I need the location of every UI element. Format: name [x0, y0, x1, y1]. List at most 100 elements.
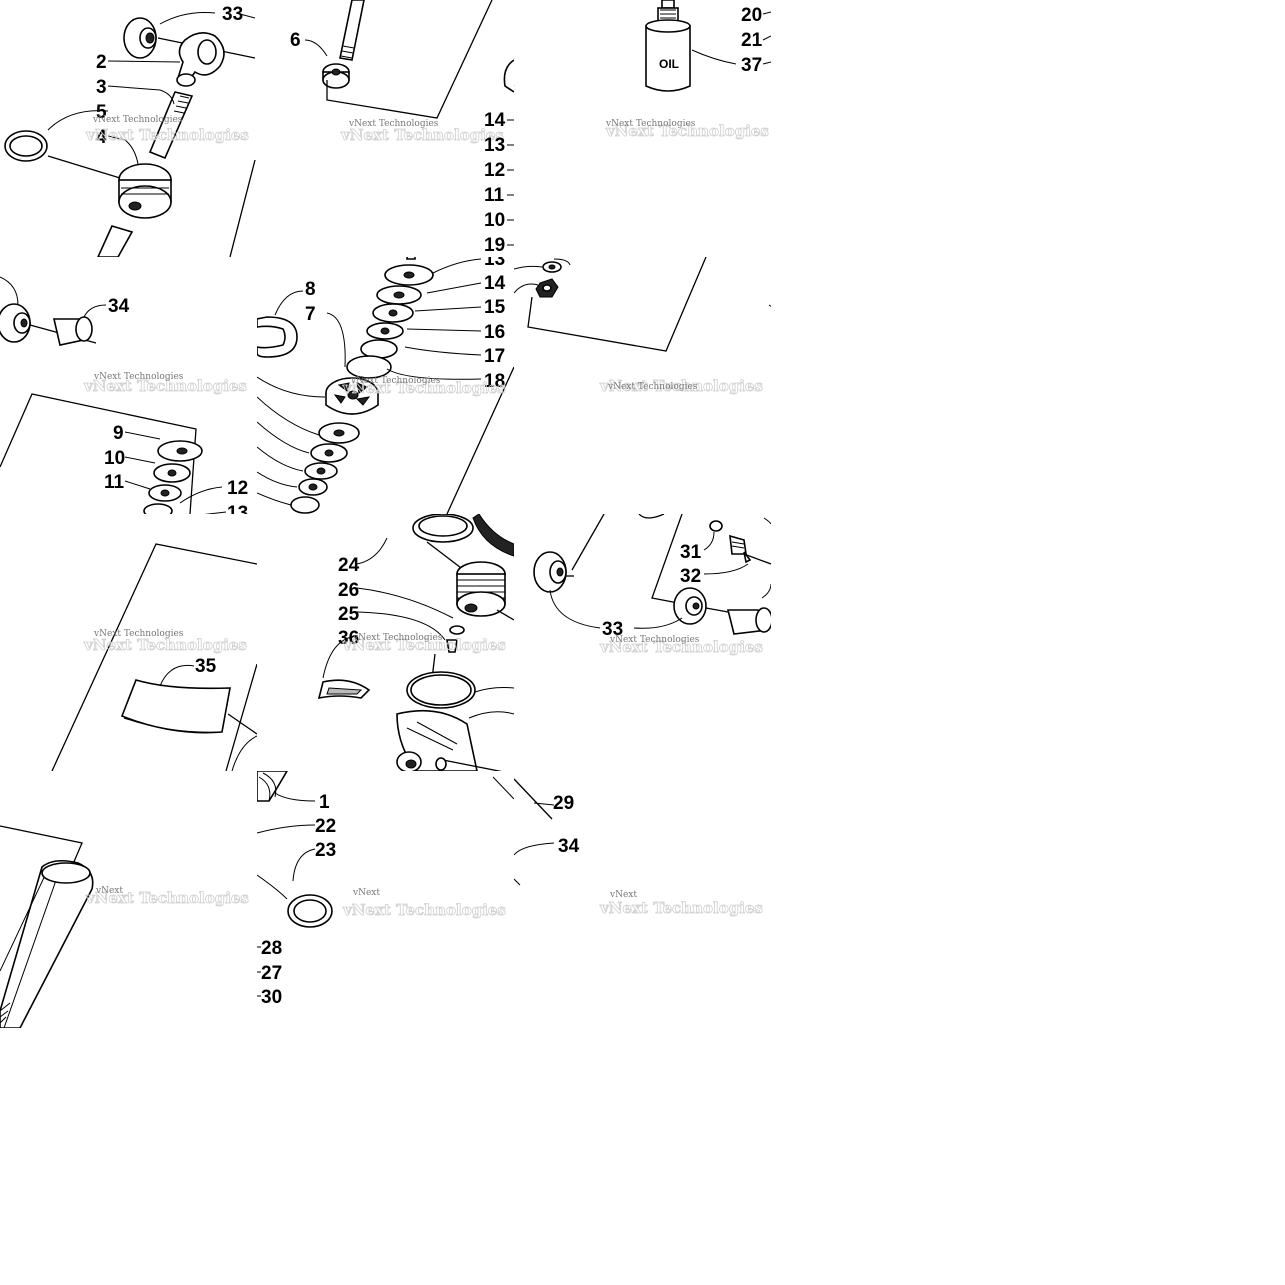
callout-26: 26: [338, 580, 359, 601]
callout-7: 7: [305, 304, 316, 325]
watermark-ghost: vNext Technologies: [85, 126, 249, 144]
diagram-tile-r0c2: OIL 20 21 37 vNext Technologies vNext Te…: [514, 0, 771, 257]
callout-19-left: 19: [484, 235, 505, 256]
shaft: [97, 225, 134, 257]
watermark-ghost: vNext Technologies: [83, 377, 247, 395]
callout-14: 14: [484, 273, 506, 294]
callout-20: 20: [741, 5, 762, 26]
tile-drawing: 6 vNext Technologies vNext Technologies …: [290, 0, 514, 256]
tile-drawing: 1 22 23 28 27 30 vNext Technologies vNex…: [257, 771, 514, 1008]
tile-drawing: vNext Technologies vNext: [0, 825, 249, 1028]
valve-fitting: [709, 520, 752, 564]
watermark: vNext Technologies: [92, 115, 183, 125]
callout-10: 10: [104, 448, 125, 469]
diagram-tile-r0c0: 33 2 3 5 4 vNext Technologies vNext Tech…: [0, 0, 257, 257]
watermark-ghost: vNext Technologies: [342, 636, 506, 654]
watermark-ghost: vNext Technologies: [342, 901, 506, 919]
eye-mount: [176, 32, 225, 87]
callout-13: 13: [227, 503, 248, 514]
watermark-ghost: vNext Technologies: [599, 638, 763, 656]
callout-28: 28: [261, 938, 282, 959]
callout-27: 27: [261, 963, 282, 984]
watermark-ghost: vNext Technologies: [599, 899, 763, 917]
oil-label: OIL: [659, 57, 679, 71]
callout-6: 6: [290, 30, 301, 51]
callout-21: 21: [741, 30, 763, 51]
callout-14-left: 14: [484, 110, 506, 131]
diagram-tile-r3c0: vNext Technologies vNext: [0, 771, 257, 1028]
tile-drawing: 8 7: [257, 257, 514, 514]
watermark-ghost: vNext Technologies: [83, 636, 247, 654]
callout-5: 5: [96, 102, 107, 123]
watermark: vNext Technologies: [350, 376, 441, 386]
diagram-tile-r2c0: 35 vNext Technologies vNext Technologies: [0, 514, 257, 771]
callout-17: 17: [484, 346, 505, 367]
watermark: vNext Technologies: [605, 119, 696, 129]
bushing-right: [673, 587, 707, 625]
spacer-sleeve: [726, 607, 771, 635]
piston-cap: [118, 163, 172, 219]
tile-drawing: OIL 20 21 37 vNext Technologies vNext Te…: [514, 0, 771, 140]
bushing: [0, 303, 31, 343]
callout-25: 25: [338, 604, 360, 625]
diagram-tile-r1c1: 8 7: [257, 257, 514, 514]
tile-drawing: 33 2 3 5 4 vNext Technologies vNext Tech…: [4, 4, 256, 257]
diagram-tile-r2c1: 24 26 25 36 vNext Technologies vNext Tec…: [257, 514, 514, 771]
callout-37: 37: [741, 55, 762, 76]
callout-11: 11: [104, 472, 125, 493]
watermark-ghost: vNext Technologies: [342, 379, 506, 397]
diagram-tile-r2c2: 31 32 33 vNext Technologies vNext Techno…: [514, 514, 771, 771]
callout-13-right: 13: [484, 257, 505, 270]
tile-drawing: vNext Technologies vNext Technologies: [514, 257, 771, 395]
callout-4: 4: [96, 127, 107, 148]
watermark: vNext Technologies: [352, 633, 443, 643]
body-eye: [396, 709, 478, 771]
diagram-tile-r1c0: 34 9 10 11 12 13 vNext Technologies vNe: [0, 257, 257, 514]
watermark: vNext: [609, 890, 637, 900]
callout-2: 2: [96, 52, 107, 73]
diagram-tile-r3c1: 1 22 23 28 27 30 vNext Technologies vNex…: [257, 771, 514, 1028]
washer-stack: [143, 440, 203, 514]
watermark-ghost: vNext Technologies: [605, 122, 769, 140]
oil-bottle: OIL: [645, 0, 691, 92]
watermark: vNext: [95, 886, 123, 896]
callout-10-left: 10: [484, 210, 505, 231]
callout-34: 34: [108, 296, 130, 317]
shock-body-tube: [0, 859, 94, 1028]
callout-12: 12: [227, 478, 248, 499]
callout-23: 23: [315, 840, 336, 861]
diagram-tile-r1c2: vNext Technologies vNext Technologies: [514, 257, 771, 514]
spring-coil: [257, 771, 288, 802]
heat-shield: [120, 679, 231, 734]
diagram-tile-r0c1: 6 vNext Technologies vNext Technologies …: [257, 0, 514, 257]
callout-36: 36: [338, 628, 359, 649]
valve-shim-stack-upper: [346, 264, 434, 379]
rod-tip: [406, 257, 416, 260]
callout-35: 35: [195, 656, 217, 677]
seal-ring: [406, 671, 476, 709]
watermark-ghost: vNext Technologies: [340, 126, 504, 144]
callout-15: 15: [484, 297, 506, 318]
callout-16: 16: [484, 322, 505, 343]
o-ring-lower: [287, 894, 333, 928]
callout-9: 9: [113, 423, 124, 444]
nameplate-decal: [317, 679, 371, 700]
watermark: vNext Technologies: [348, 119, 439, 129]
bushing-left: [533, 551, 567, 593]
ring-edge: [503, 59, 514, 93]
tile-drawing: 29 34 vNext Technologies vNext: [514, 778, 763, 917]
callout-30: 30: [261, 987, 282, 1008]
callout-1: 1: [319, 792, 330, 813]
valve-core: [446, 639, 458, 653]
tile-drawing: 24 26 25 36 vNext Technologies vNext Tec…: [317, 514, 514, 771]
callout-3: 3: [96, 77, 107, 98]
callout-31: 31: [680, 542, 702, 563]
piston: [325, 377, 379, 415]
reservoir-cap: [456, 561, 506, 617]
valve-shim-stack-lower: [290, 422, 360, 514]
lock-nut: [535, 278, 559, 298]
wear-band: [412, 514, 474, 543]
callout-29: 29: [553, 793, 574, 814]
watermark: vNext Technologies: [609, 635, 700, 645]
